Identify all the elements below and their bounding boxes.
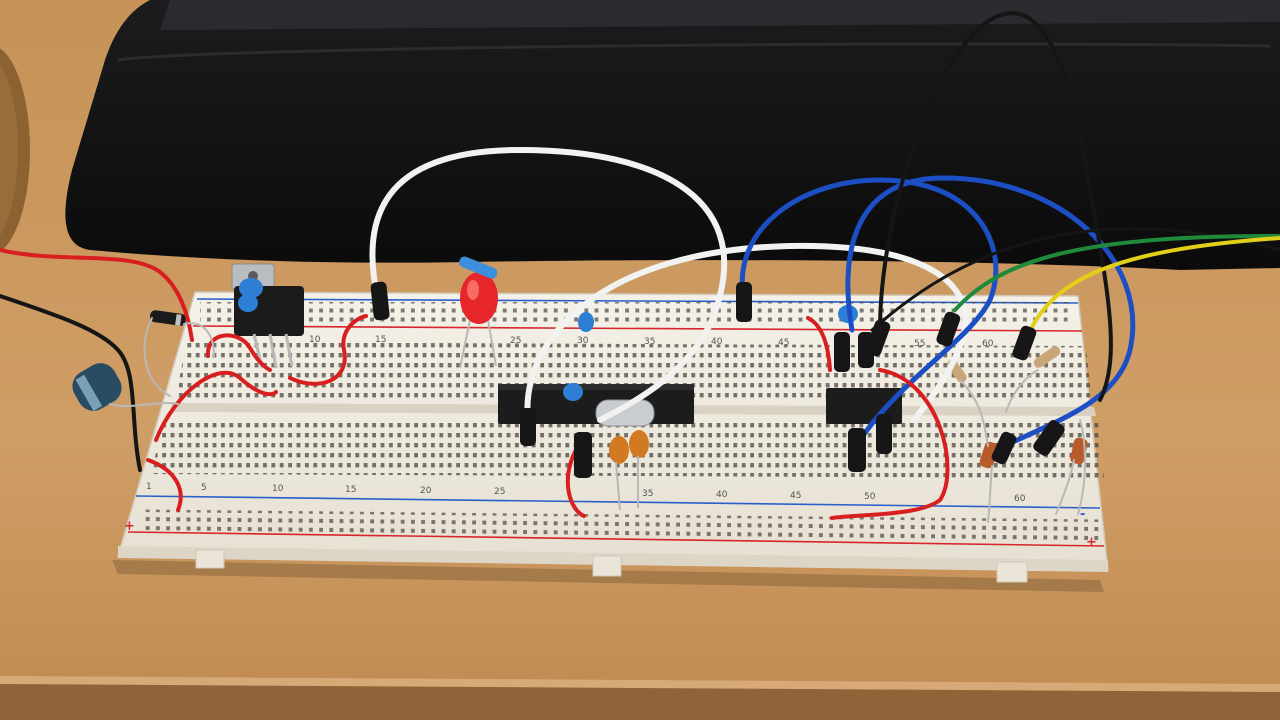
wire-connector — [520, 408, 536, 446]
green-jumper-wire — [953, 233, 1280, 312]
rail-minus-right: - — [1080, 507, 1085, 522]
wire-connector — [370, 281, 390, 321]
blue-ceramic-capacitor — [239, 278, 263, 298]
component-lead — [987, 465, 993, 523]
red-jumper-wire — [146, 458, 183, 512]
diode — [979, 441, 999, 469]
wire-connector — [876, 414, 892, 454]
crystal-oscillator — [595, 399, 655, 427]
column-number: 45 — [778, 338, 789, 348]
column-number: 15 — [345, 485, 356, 495]
wire-connectors — [370, 281, 1065, 478]
black-jumper-wire — [870, 227, 1280, 332]
component-lead — [183, 322, 215, 357]
wire-connector — [936, 311, 961, 347]
rail-plus-right: + — [1086, 535, 1097, 550]
red-jumper-wire — [830, 368, 950, 520]
red-led — [459, 272, 498, 369]
wire-connector — [848, 428, 866, 472]
column-number: 20 — [420, 486, 432, 496]
wire-connector — [991, 431, 1017, 465]
blue-ceramic-capacitor — [578, 312, 594, 332]
red-power-lead — [0, 248, 194, 342]
wire-connector — [574, 432, 592, 478]
column-number: 15 — [375, 335, 386, 345]
column-number: 50 — [864, 492, 876, 502]
column-number: 10 — [309, 335, 321, 345]
blue-jumper-wire — [739, 177, 999, 443]
component-lead — [959, 379, 989, 447]
column-number: 60 — [982, 339, 994, 349]
top-column-numbers: 10 15 25 30 35 40 45 55 60 — [309, 335, 994, 349]
blue-ceramic-capacitor — [563, 383, 583, 401]
column-number: 5 — [201, 483, 207, 493]
red-jumper-wire — [288, 314, 368, 386]
keyboard-top-strip — [160, 0, 1280, 30]
column-number: 60 — [1014, 494, 1026, 504]
diode — [1070, 437, 1088, 465]
jumper-wires — [0, 11, 1280, 523]
wire-connector — [1033, 420, 1065, 456]
column-number: 35 — [642, 489, 653, 499]
red-jumper-wire — [154, 370, 278, 442]
component-lead — [1055, 459, 1075, 515]
orange-ceramic-capacitor — [609, 436, 629, 464]
column-number: 1 — [146, 482, 152, 492]
wire-connector — [1012, 325, 1037, 361]
column-number: 35 — [644, 337, 655, 347]
bottom-column-numbers: 1 5 10 15 20 25 35 40 45 50 60 — [146, 482, 1026, 504]
column-number: 30 — [577, 336, 589, 346]
top-rail-red-line — [192, 325, 1083, 332]
orange-ceramic-capacitor — [629, 430, 649, 458]
resistor — [1033, 346, 1061, 368]
top-rail-holes — [200, 302, 1070, 324]
component-lead — [143, 317, 171, 397]
yellow-jumper-wire — [1024, 236, 1280, 342]
bottom-rail-blue-line — [135, 495, 1101, 509]
component-lead — [1005, 369, 1039, 413]
rail-plus-left: + — [124, 519, 135, 534]
red-jumper-wire — [565, 448, 586, 518]
desk-edge-highlight — [0, 676, 1280, 692]
wire-connector — [736, 282, 752, 322]
electrolytic-capacitor — [72, 363, 122, 411]
breadboard-foot-left — [195, 549, 225, 569]
breadboard-foot-middle — [592, 555, 622, 577]
white-jumper-wire — [369, 146, 727, 423]
blue-jumper-wire — [845, 175, 1136, 449]
black-jumper-wire — [878, 11, 1113, 402]
desk-front-edge — [0, 682, 1280, 720]
white-jumper-wire — [524, 242, 969, 423]
column-number: 55 — [914, 339, 925, 349]
breadboard-foot-right — [996, 561, 1028, 583]
column-number: 25 — [494, 487, 505, 497]
wire-connector — [865, 319, 891, 357]
red-jumper-wire — [806, 316, 832, 372]
black-power-lead — [0, 294, 142, 472]
column-number: 25 — [510, 336, 521, 346]
resistor — [459, 256, 498, 279]
column-number: 40 — [711, 337, 723, 347]
bottom-rail-red-line — [127, 531, 1105, 547]
regulator-leg — [268, 333, 278, 369]
wire-connector — [834, 332, 850, 372]
component-lead — [109, 402, 179, 407]
diode-band — [175, 314, 182, 326]
component-lead — [1077, 419, 1086, 515]
cork-coaster-rim — [0, 64, 18, 236]
keyboard-pad-highlight — [117, 42, 1271, 62]
keyboard-pad — [65, 0, 1280, 270]
red-jumper-wire — [205, 333, 272, 372]
column-number: 10 — [272, 484, 284, 494]
column-number: 45 — [790, 491, 801, 501]
regulator-leg — [284, 333, 294, 367]
blue-ceramic-capacitor — [238, 294, 258, 312]
column-number: 40 — [716, 490, 728, 500]
